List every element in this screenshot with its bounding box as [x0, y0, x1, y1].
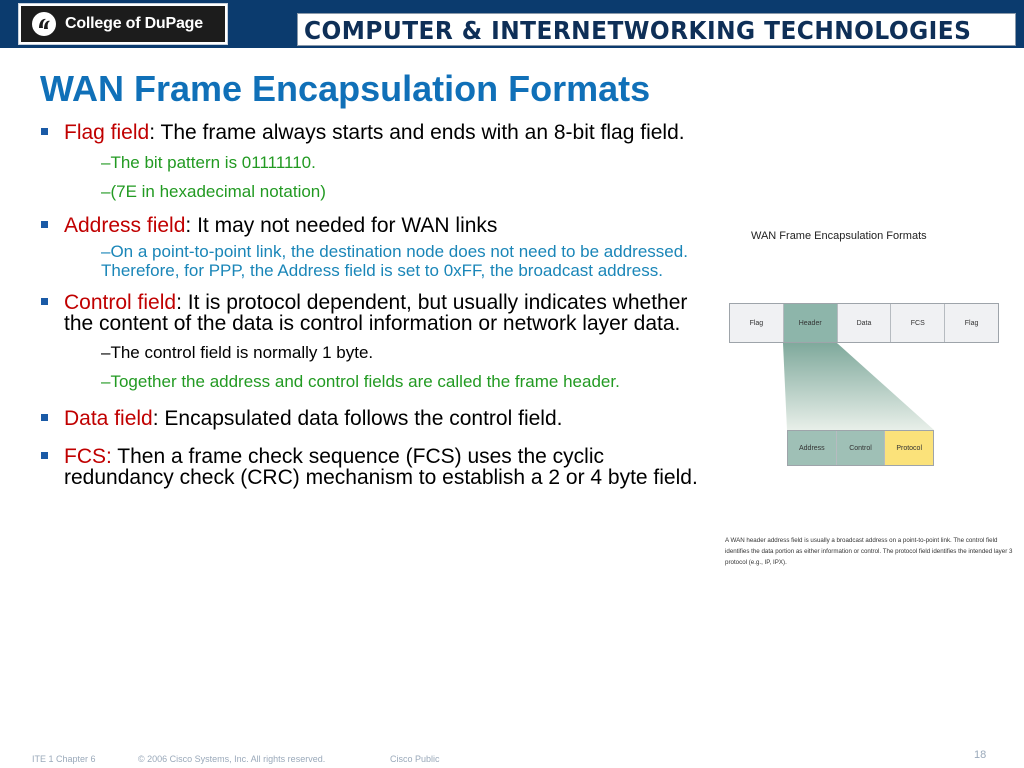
- slide-title: WAN Frame Encapsulation Formats: [40, 68, 651, 109]
- header-field: Control: [836, 431, 886, 465]
- bullet-term: Flag field: [64, 121, 150, 144]
- college-logo-icon: [32, 12, 56, 36]
- bullet-text: : The frame always starts and ends with …: [149, 121, 685, 144]
- sub-bullet: –(7E in hexadecimal notation): [101, 182, 710, 201]
- sub-bullet: –The control field is normally 1 byte.: [101, 343, 710, 362]
- sub-bullet-text: –(7E in hexadecimal notation): [101, 182, 326, 201]
- diagram-caption: A WAN header address field is usually a …: [725, 537, 1013, 566]
- program-banner-text: COMPUTER & INTERNETWORKING TECHNOLOGIES: [304, 16, 972, 45]
- bullet-text: : Encapsulated data follows the control …: [152, 407, 563, 430]
- frame-fields-row: Flag Header Data FCS Flag: [729, 303, 999, 343]
- header-field-protocol: Protocol: [885, 431, 934, 465]
- sub-bullet-text: –On a point-to-point link, the destinati…: [101, 242, 688, 280]
- college-logo: College of DuPage: [18, 3, 228, 45]
- bullet-control-field: Control field: It is protocol dependent,…: [40, 292, 710, 334]
- footer-classification: Cisco Public: [390, 754, 440, 764]
- frame-field: Flag: [945, 304, 998, 342]
- bullet-data-field: Data field: Encapsulated data follows th…: [40, 408, 710, 429]
- program-banner: COMPUTER & INTERNETWORKING TECHNOLOGIES: [297, 13, 1016, 46]
- frame-field: FCS: [891, 304, 946, 342]
- footer-copyright: © 2006 Cisco Systems, Inc. All rights re…: [138, 754, 326, 764]
- header-expansion-shape: [783, 343, 934, 430]
- footer-course: ITE 1 Chapter 6: [32, 754, 96, 764]
- sub-bullet: –Together the address and control fields…: [101, 372, 710, 391]
- frame-field: Data: [837, 304, 892, 342]
- bullet-address-field: Address field: It may not needed for WAN…: [40, 215, 710, 236]
- bullet-marker-icon: [41, 221, 48, 228]
- page-number: 18: [974, 749, 987, 761]
- bullet-text: : It is protocol dependent, but usually …: [64, 291, 688, 335]
- header-field: Address: [788, 431, 837, 465]
- bullet-term: FCS:: [64, 445, 112, 468]
- frame-format-diagram: WAN Frame Encapsulation Formats Flag Hea…: [724, 225, 1014, 566]
- college-logo-text: College of DuPage: [65, 15, 203, 32]
- bullet-term: Control field: [64, 291, 177, 314]
- header-fields-row: Address Control Protocol: [787, 430, 934, 466]
- bullet-term: Address field: [64, 214, 186, 237]
- header-bar: College of DuPage COMPUTER & INTERNETWOR…: [0, 0, 1024, 48]
- sub-bullet-text: –The control field is normally 1 byte.: [101, 343, 374, 362]
- sub-bullet-text: –Together the address and control fields…: [101, 372, 620, 391]
- diagram-title: WAN Frame Encapsulation Formats: [751, 230, 927, 242]
- bullet-marker-icon: [41, 128, 48, 135]
- sub-bullet: –The bit pattern is 01111110.: [101, 153, 710, 172]
- bullet-marker-icon: [41, 414, 48, 421]
- bullet-term: Data field: [64, 407, 153, 430]
- bullet-text: : It may not needed for WAN links: [185, 214, 498, 237]
- bullet-marker-icon: [41, 298, 48, 305]
- bullet-marker-icon: [41, 452, 48, 459]
- slide-body: Flag field: The frame always starts and …: [40, 122, 710, 488]
- frame-field: Flag: [730, 304, 784, 342]
- bullet-text: Then a frame check sequence (FCS) uses t…: [64, 445, 698, 489]
- sub-bullet: –On a point-to-point link, the destinati…: [101, 242, 710, 280]
- frame-field-header: Header: [783, 304, 838, 342]
- bullet-fcs: FCS: Then a frame check sequence (FCS) u…: [40, 446, 710, 488]
- bullet-flag-field: Flag field: The frame always starts and …: [40, 122, 710, 143]
- sub-bullet-text: –The bit pattern is 01111110.: [101, 153, 316, 172]
